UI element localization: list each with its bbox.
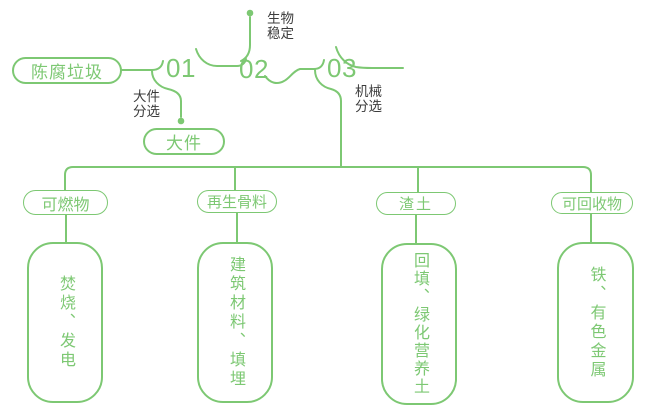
- line-bio-to-02: [240, 16, 251, 62]
- source-node: 陈腐垃圾: [12, 57, 122, 84]
- category-label: 再生骨料: [206, 194, 267, 211]
- step-label-mechanical-sorting: 机械分选: [355, 84, 382, 114]
- step-label-bio-stabilization: 生物稳定: [267, 11, 294, 41]
- line-01-branch-down: [151, 70, 182, 118]
- line-01-to-02: [195, 48, 247, 67]
- line-03-out: [335, 46, 404, 69]
- connector-dot-icon: [177, 117, 185, 125]
- line-03-branch-down: [314, 69, 342, 167]
- bulky-item-label: 大件: [166, 134, 202, 153]
- category-label: 可燃物: [41, 196, 90, 214]
- outcome-text: 建筑材料、填埋: [227, 256, 244, 389]
- category-label: 渣土: [398, 196, 433, 213]
- category-node-combustibles: 可燃物: [23, 190, 108, 215]
- category-node-slag-soil: 渣土: [376, 192, 456, 215]
- step-number-02: 02: [239, 54, 269, 84]
- category-node-recyclables: 可回收物: [551, 192, 633, 214]
- distribution-line: [64, 166, 592, 193]
- line-source-to-01: [121, 60, 164, 71]
- category-node-recycled-aggregate: 再生骨料: [197, 190, 277, 213]
- outcome-box-incineration: 焚烧、发电: [27, 242, 103, 403]
- source-node-label: 陈腐垃圾: [31, 63, 103, 82]
- line-02-to-03: [264, 59, 325, 85]
- outcome-text: 铁、有色金属: [587, 265, 605, 380]
- bulky-item-node: 大件: [143, 128, 225, 155]
- step-number-01: 01: [166, 53, 196, 83]
- step-label-bulky-sorting: 大件分选: [133, 89, 160, 119]
- step-number-03: 03: [327, 53, 357, 83]
- connector-dot-icon: [246, 9, 254, 17]
- outcome-box-building-materials: 建筑材料、填埋: [197, 242, 273, 403]
- category-label: 可回收物: [561, 195, 622, 213]
- outcome-text: 回填、绿化营养土: [411, 252, 428, 396]
- outcome-text: 焚烧、发电: [57, 275, 74, 370]
- outcome-box-metals: 铁、有色金属: [557, 242, 634, 403]
- outcome-box-backfill: 回填、绿化营养土: [381, 243, 457, 405]
